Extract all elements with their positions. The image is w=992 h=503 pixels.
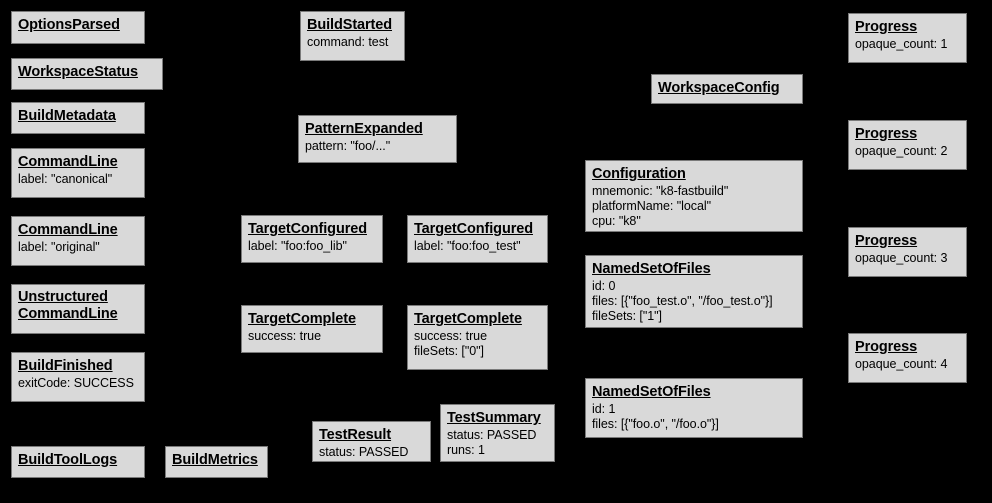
event-node-title: NamedSetOfFiles (592, 261, 711, 277)
event-node-progress-3[interactable]: Progress opaque_count: 3 (848, 227, 967, 277)
event-node-progress-2[interactable]: Progress opaque_count: 2 (848, 120, 967, 170)
event-node-target-configured-test[interactable]: TargetConfigured label: "foo:foo_test" (407, 215, 548, 263)
event-node-command-line-canonical[interactable]: CommandLine label: "canonical" (11, 148, 145, 198)
event-node-fields: label: "foo:foo_lib" (248, 239, 347, 254)
event-node-configuration[interactable]: Configuration mnemonic: "k8-fastbuild" pl… (585, 160, 803, 232)
event-node-title: TargetConfigured (248, 221, 367, 237)
event-node-target-complete-test[interactable]: TargetComplete success: true fileSets: ["… (407, 305, 548, 370)
event-node-named-set-of-files-0[interactable]: NamedSetOfFiles id: 0 files: [{"foo_test.… (585, 255, 803, 328)
event-node-title: OptionsParsed (18, 17, 120, 33)
event-node-title: BuildMetadata (18, 108, 116, 124)
event-node-fields: label: "foo:foo_test" (414, 239, 521, 254)
event-node-title: BuildToolLogs (18, 452, 118, 468)
event-node-test-result[interactable]: TestResult status: PASSED (312, 421, 431, 462)
event-node-title: WorkspaceStatus (18, 64, 138, 80)
event-node-fields: opaque_count: 1 (855, 37, 948, 52)
event-node-unstructured-command-line[interactable]: Unstructured CommandLine (11, 284, 145, 334)
event-node-fields: id: 1 files: [{"foo.o", "/foo.o"}] (592, 402, 719, 431)
event-node-target-configured-lib[interactable]: TargetConfigured label: "foo:foo_lib" (241, 215, 383, 263)
event-node-command-line-original[interactable]: CommandLine label: "original" (11, 216, 145, 266)
event-node-title: BuildMetrics (172, 452, 258, 468)
event-node-fields: opaque_count: 4 (855, 357, 948, 372)
event-node-build-tool-logs[interactable]: BuildToolLogs (11, 446, 145, 478)
event-node-title: WorkspaceConfig (658, 80, 780, 96)
event-node-fields: status: PASSED (319, 445, 409, 460)
event-node-title: TargetComplete (248, 311, 356, 327)
event-node-build-metadata[interactable]: BuildMetadata (11, 102, 145, 134)
event-node-workspace-status[interactable]: WorkspaceStatus (11, 58, 163, 90)
event-node-title: Progress (855, 339, 918, 355)
event-node-title: TargetComplete (414, 311, 522, 327)
event-node-pattern-expanded[interactable]: PatternExpanded pattern: "foo/..." (298, 115, 457, 163)
event-node-options-parsed[interactable]: OptionsParsed (11, 11, 145, 44)
event-node-title: Unstructured CommandLine (18, 289, 118, 323)
event-node-progress-4[interactable]: Progress opaque_count: 4 (848, 333, 967, 383)
event-node-progress-1[interactable]: Progress opaque_count: 1 (848, 13, 967, 63)
event-node-title: BuildFinished (18, 358, 113, 374)
event-node-fields: success: true fileSets: ["0"] (414, 329, 487, 358)
event-node-fields: exitCode: SUCCESS (18, 376, 134, 391)
event-node-workspace-config[interactable]: WorkspaceConfig (651, 74, 803, 104)
event-node-build-metrics[interactable]: BuildMetrics (165, 446, 268, 478)
event-node-title: Progress (855, 126, 918, 142)
event-node-title: Progress (855, 19, 918, 35)
event-node-build-finished[interactable]: BuildFinished exitCode: SUCCESS (11, 352, 145, 402)
event-node-title: Progress (855, 233, 918, 249)
event-node-title: CommandLine (18, 154, 118, 170)
event-node-title: NamedSetOfFiles (592, 384, 711, 400)
event-node-fields: label: "original" (18, 240, 100, 255)
event-node-fields: pattern: "foo/..." (305, 139, 391, 154)
event-node-fields: id: 0 files: [{"foo_test.o", "/foo_test.… (592, 279, 773, 323)
event-node-named-set-of-files-1[interactable]: NamedSetOfFiles id: 1 files: [{"foo.o", "… (585, 378, 803, 438)
event-node-fields: label: "canonical" (18, 172, 113, 187)
event-node-build-started[interactable]: BuildStarted command: test (300, 11, 405, 61)
event-node-title: BuildStarted (307, 17, 393, 33)
event-node-fields: status: PASSED runs: 1 (447, 428, 537, 457)
event-node-fields: mnemonic: "k8-fastbuild" platformName: "… (592, 184, 729, 228)
event-node-title: CommandLine (18, 222, 118, 238)
event-node-test-summary[interactable]: TestSummary status: PASSED runs: 1 (440, 404, 555, 462)
event-node-title: PatternExpanded (305, 121, 423, 137)
event-node-target-complete-lib[interactable]: TargetComplete success: true (241, 305, 383, 353)
event-node-fields: opaque_count: 3 (855, 251, 948, 266)
event-node-fields: command: test (307, 35, 389, 50)
event-node-title: TestSummary (447, 410, 541, 426)
event-node-title: Configuration (592, 166, 686, 182)
event-node-fields: opaque_count: 2 (855, 144, 948, 159)
event-node-title: TargetConfigured (414, 221, 533, 237)
event-node-title: TestResult (319, 427, 392, 443)
event-node-fields: success: true (248, 329, 321, 344)
